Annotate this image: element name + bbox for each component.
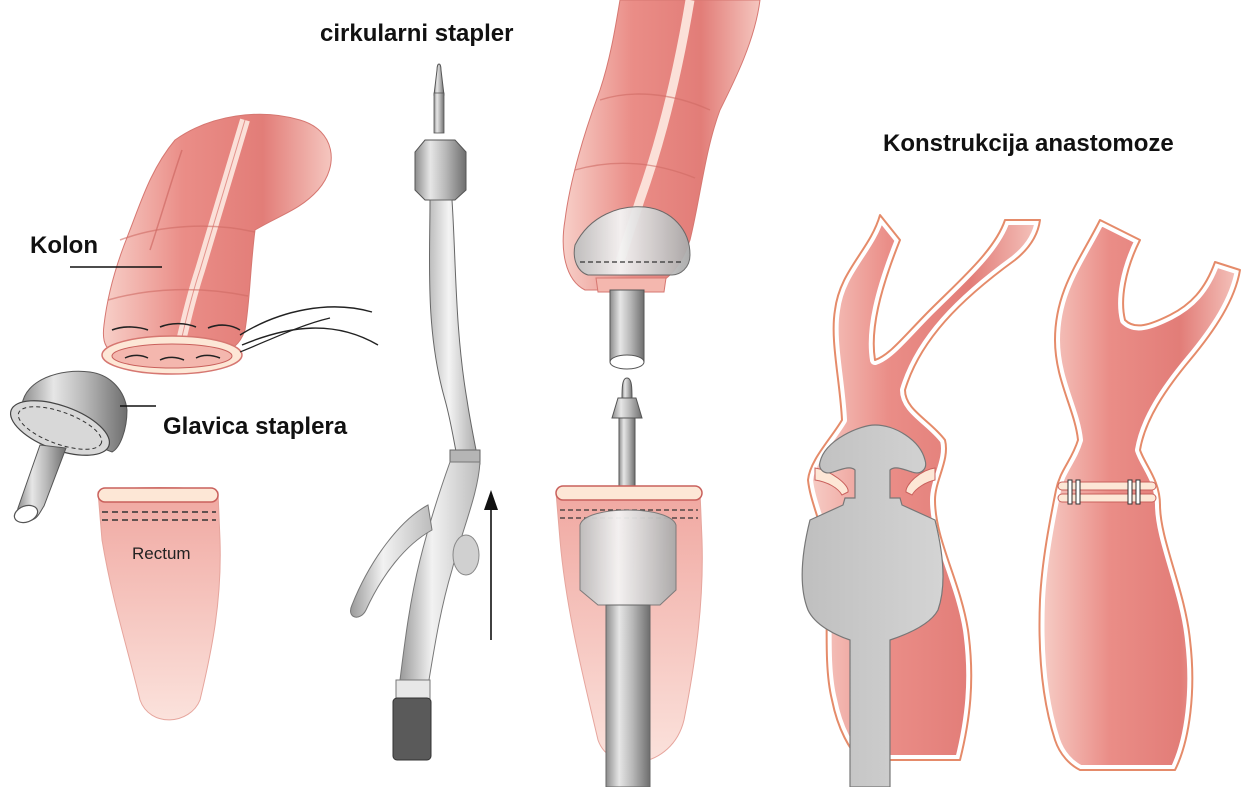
rectum-illustration [98,488,220,720]
colon-with-anvil-illustration [563,0,760,369]
circular-stapler-illustration [351,64,498,760]
anastomosis-step2-illustration [1040,220,1240,770]
kolon-label: Kolon [30,232,98,260]
stapler-title: cirkularni stapler [320,20,513,48]
rectum-label: Rectum [132,544,191,564]
glavica-label: Glavica staplera [163,413,347,441]
rectum-with-stapler-illustration [556,378,702,787]
anastomosis-step1-illustration [802,215,1040,787]
anastomosis-title: Konstrukcija anastomoze [883,130,1174,158]
kolon-illustration [70,114,378,374]
